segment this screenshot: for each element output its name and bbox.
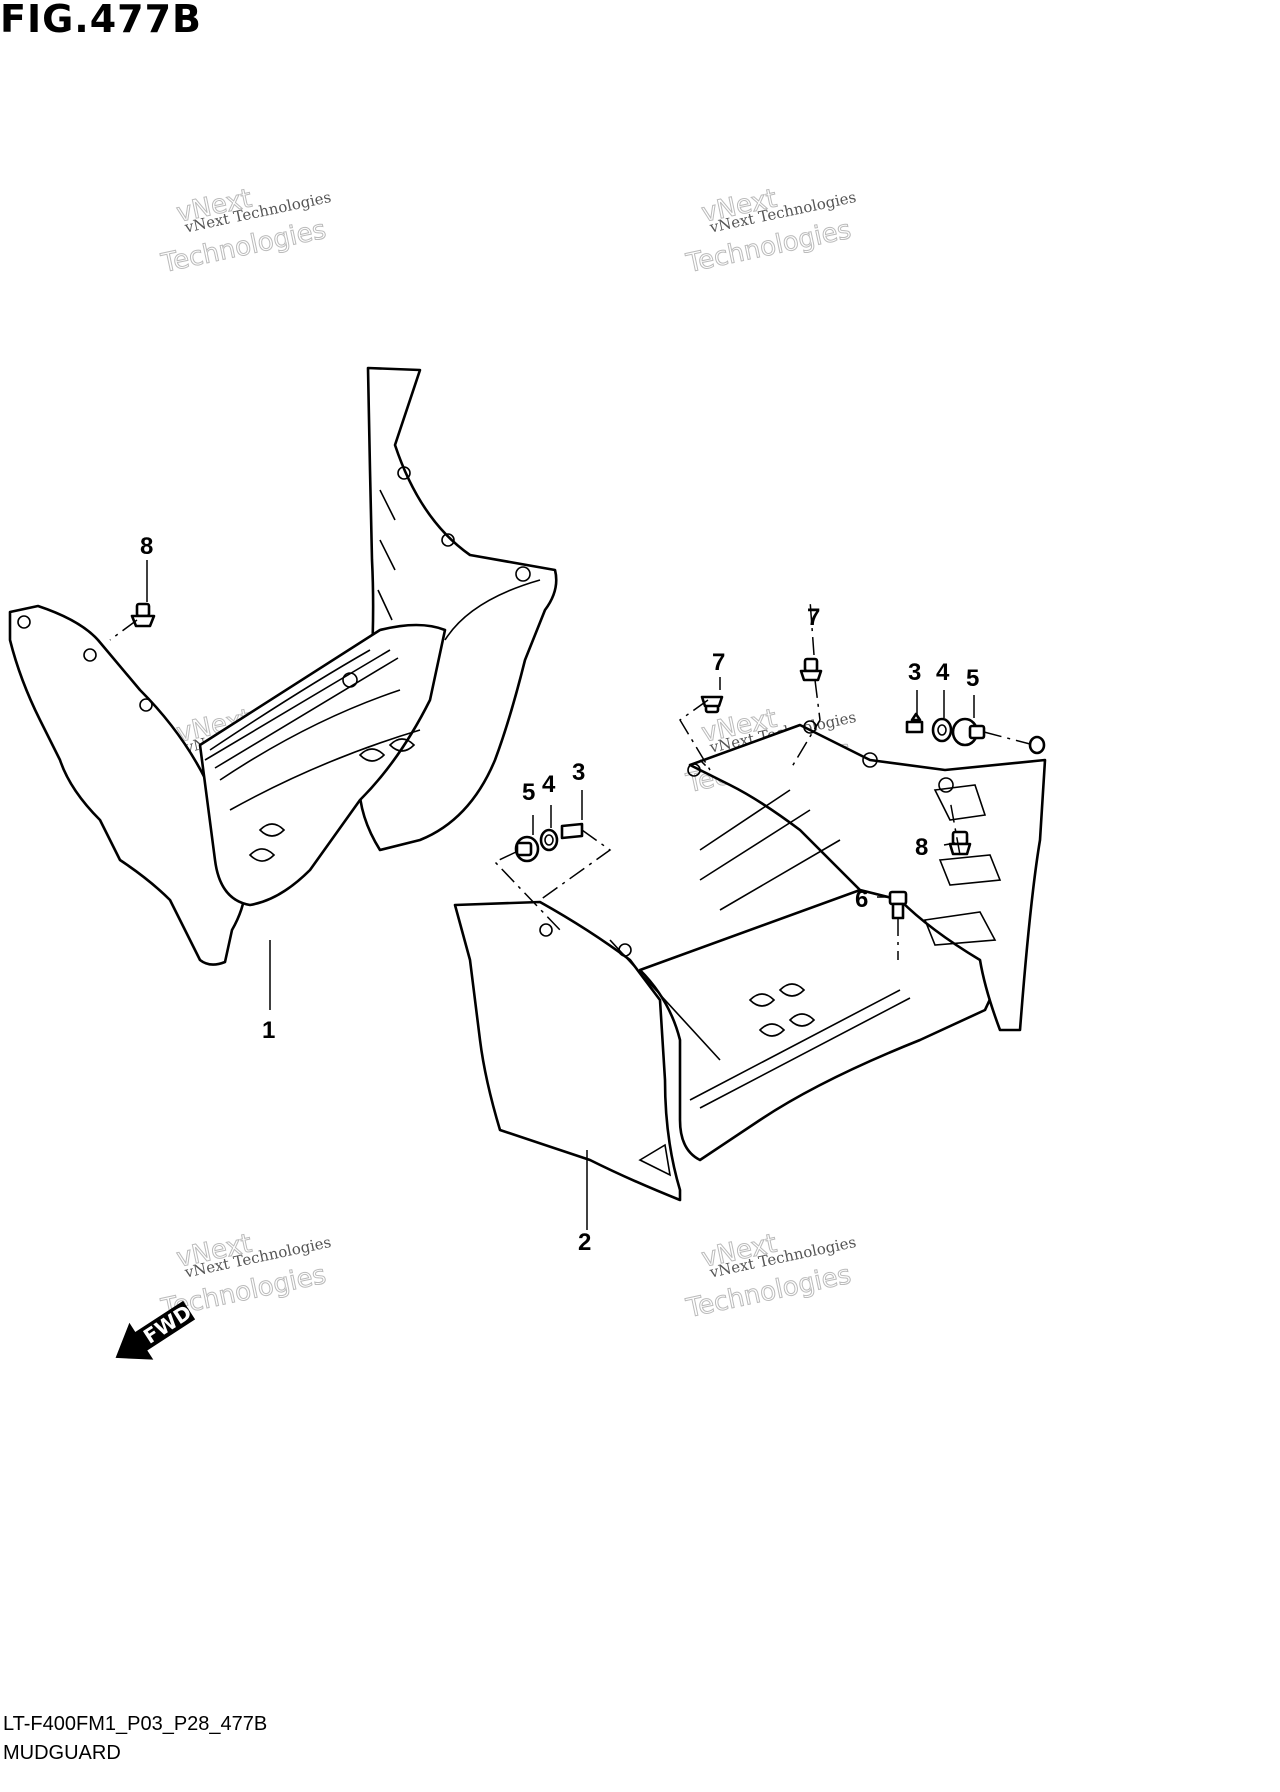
callout-4-right: 4 bbox=[936, 659, 950, 686]
fastener-7-lower bbox=[700, 695, 724, 714]
fastener-4-right bbox=[931, 717, 953, 743]
fastener-5-right bbox=[951, 717, 986, 747]
callout-7-lower: 7 bbox=[712, 649, 725, 676]
callout-8-right: 8 bbox=[915, 834, 928, 861]
part-2-right-mudguard bbox=[453, 720, 1047, 1202]
callout-6: 6 bbox=[855, 886, 868, 913]
watermark-bottom-right: vNext vNext Technologies Technologies bbox=[683, 1228, 858, 1325]
fastener-8-right bbox=[948, 830, 972, 856]
watermark-top-right: vNext vNext Technologies Technologies bbox=[683, 183, 858, 280]
callout-4-left: 4 bbox=[542, 771, 556, 798]
figure-title: FIG.477B bbox=[0, 0, 203, 41]
fastener-6 bbox=[888, 890, 908, 920]
callout-2: 2 bbox=[578, 1229, 591, 1256]
fastener-3-right bbox=[905, 712, 924, 734]
watermark-top-left: vNext vNext Technologies Technologies bbox=[158, 183, 333, 280]
fastener-far-right-grommet bbox=[1028, 735, 1046, 755]
fastener-8-left bbox=[130, 602, 156, 628]
fastener-4-left bbox=[539, 828, 559, 852]
callout-1: 1 bbox=[262, 1017, 275, 1044]
callout-8-left: 8 bbox=[140, 533, 153, 560]
callout-5-left: 5 bbox=[522, 779, 535, 806]
leader-lines bbox=[109, 560, 1031, 1230]
figure-code: LT-F400FM1_P03_P28_477B bbox=[3, 1713, 268, 1735]
callout-5-right: 5 bbox=[966, 665, 979, 692]
fwd-arrow-icon: FWD bbox=[115, 1300, 196, 1360]
callout-3-right: 3 bbox=[908, 659, 921, 686]
fastener-5-left bbox=[514, 835, 540, 863]
callout-3-left: 3 bbox=[572, 759, 585, 786]
part-1-left-mudguard bbox=[8, 366, 558, 966]
fastener-3-left bbox=[560, 822, 584, 840]
figure-name: MUDGUARD bbox=[3, 1742, 121, 1764]
fastener-7-upper bbox=[799, 657, 823, 682]
callout-7-upper: 7 bbox=[807, 604, 820, 631]
